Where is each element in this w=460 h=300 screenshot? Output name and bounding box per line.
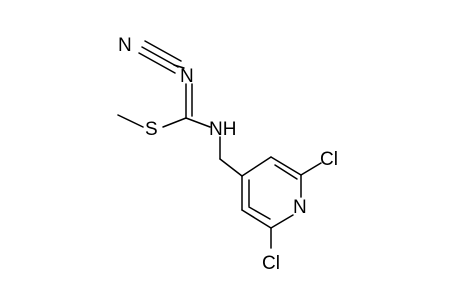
sulfur-label: S: [145, 119, 158, 140]
bond-ring-cl-top: [300, 162, 322, 176]
bond-amidine-double: [185, 83, 193, 119]
bond-c-n-cyano: [173, 64, 185, 69]
bond-c-s: [162, 117, 187, 128]
imine-n-label: N: [180, 66, 194, 87]
chlorine-bottom-label: Cl: [262, 253, 280, 274]
ring-n-label: N: [293, 197, 307, 218]
bond-nitrile-triple: [138, 40, 182, 74]
chlorine-top-label: Cl: [320, 149, 338, 170]
bond-ch2-ring: [219, 158, 243, 177]
nitrile-n-label: N: [118, 35, 132, 56]
amine-nh-label: NH: [209, 119, 236, 140]
bond-c-nh: [185, 117, 211, 128]
pyridine-ring: [241, 156, 302, 229]
bond-s-methyl: [117, 114, 144, 128]
